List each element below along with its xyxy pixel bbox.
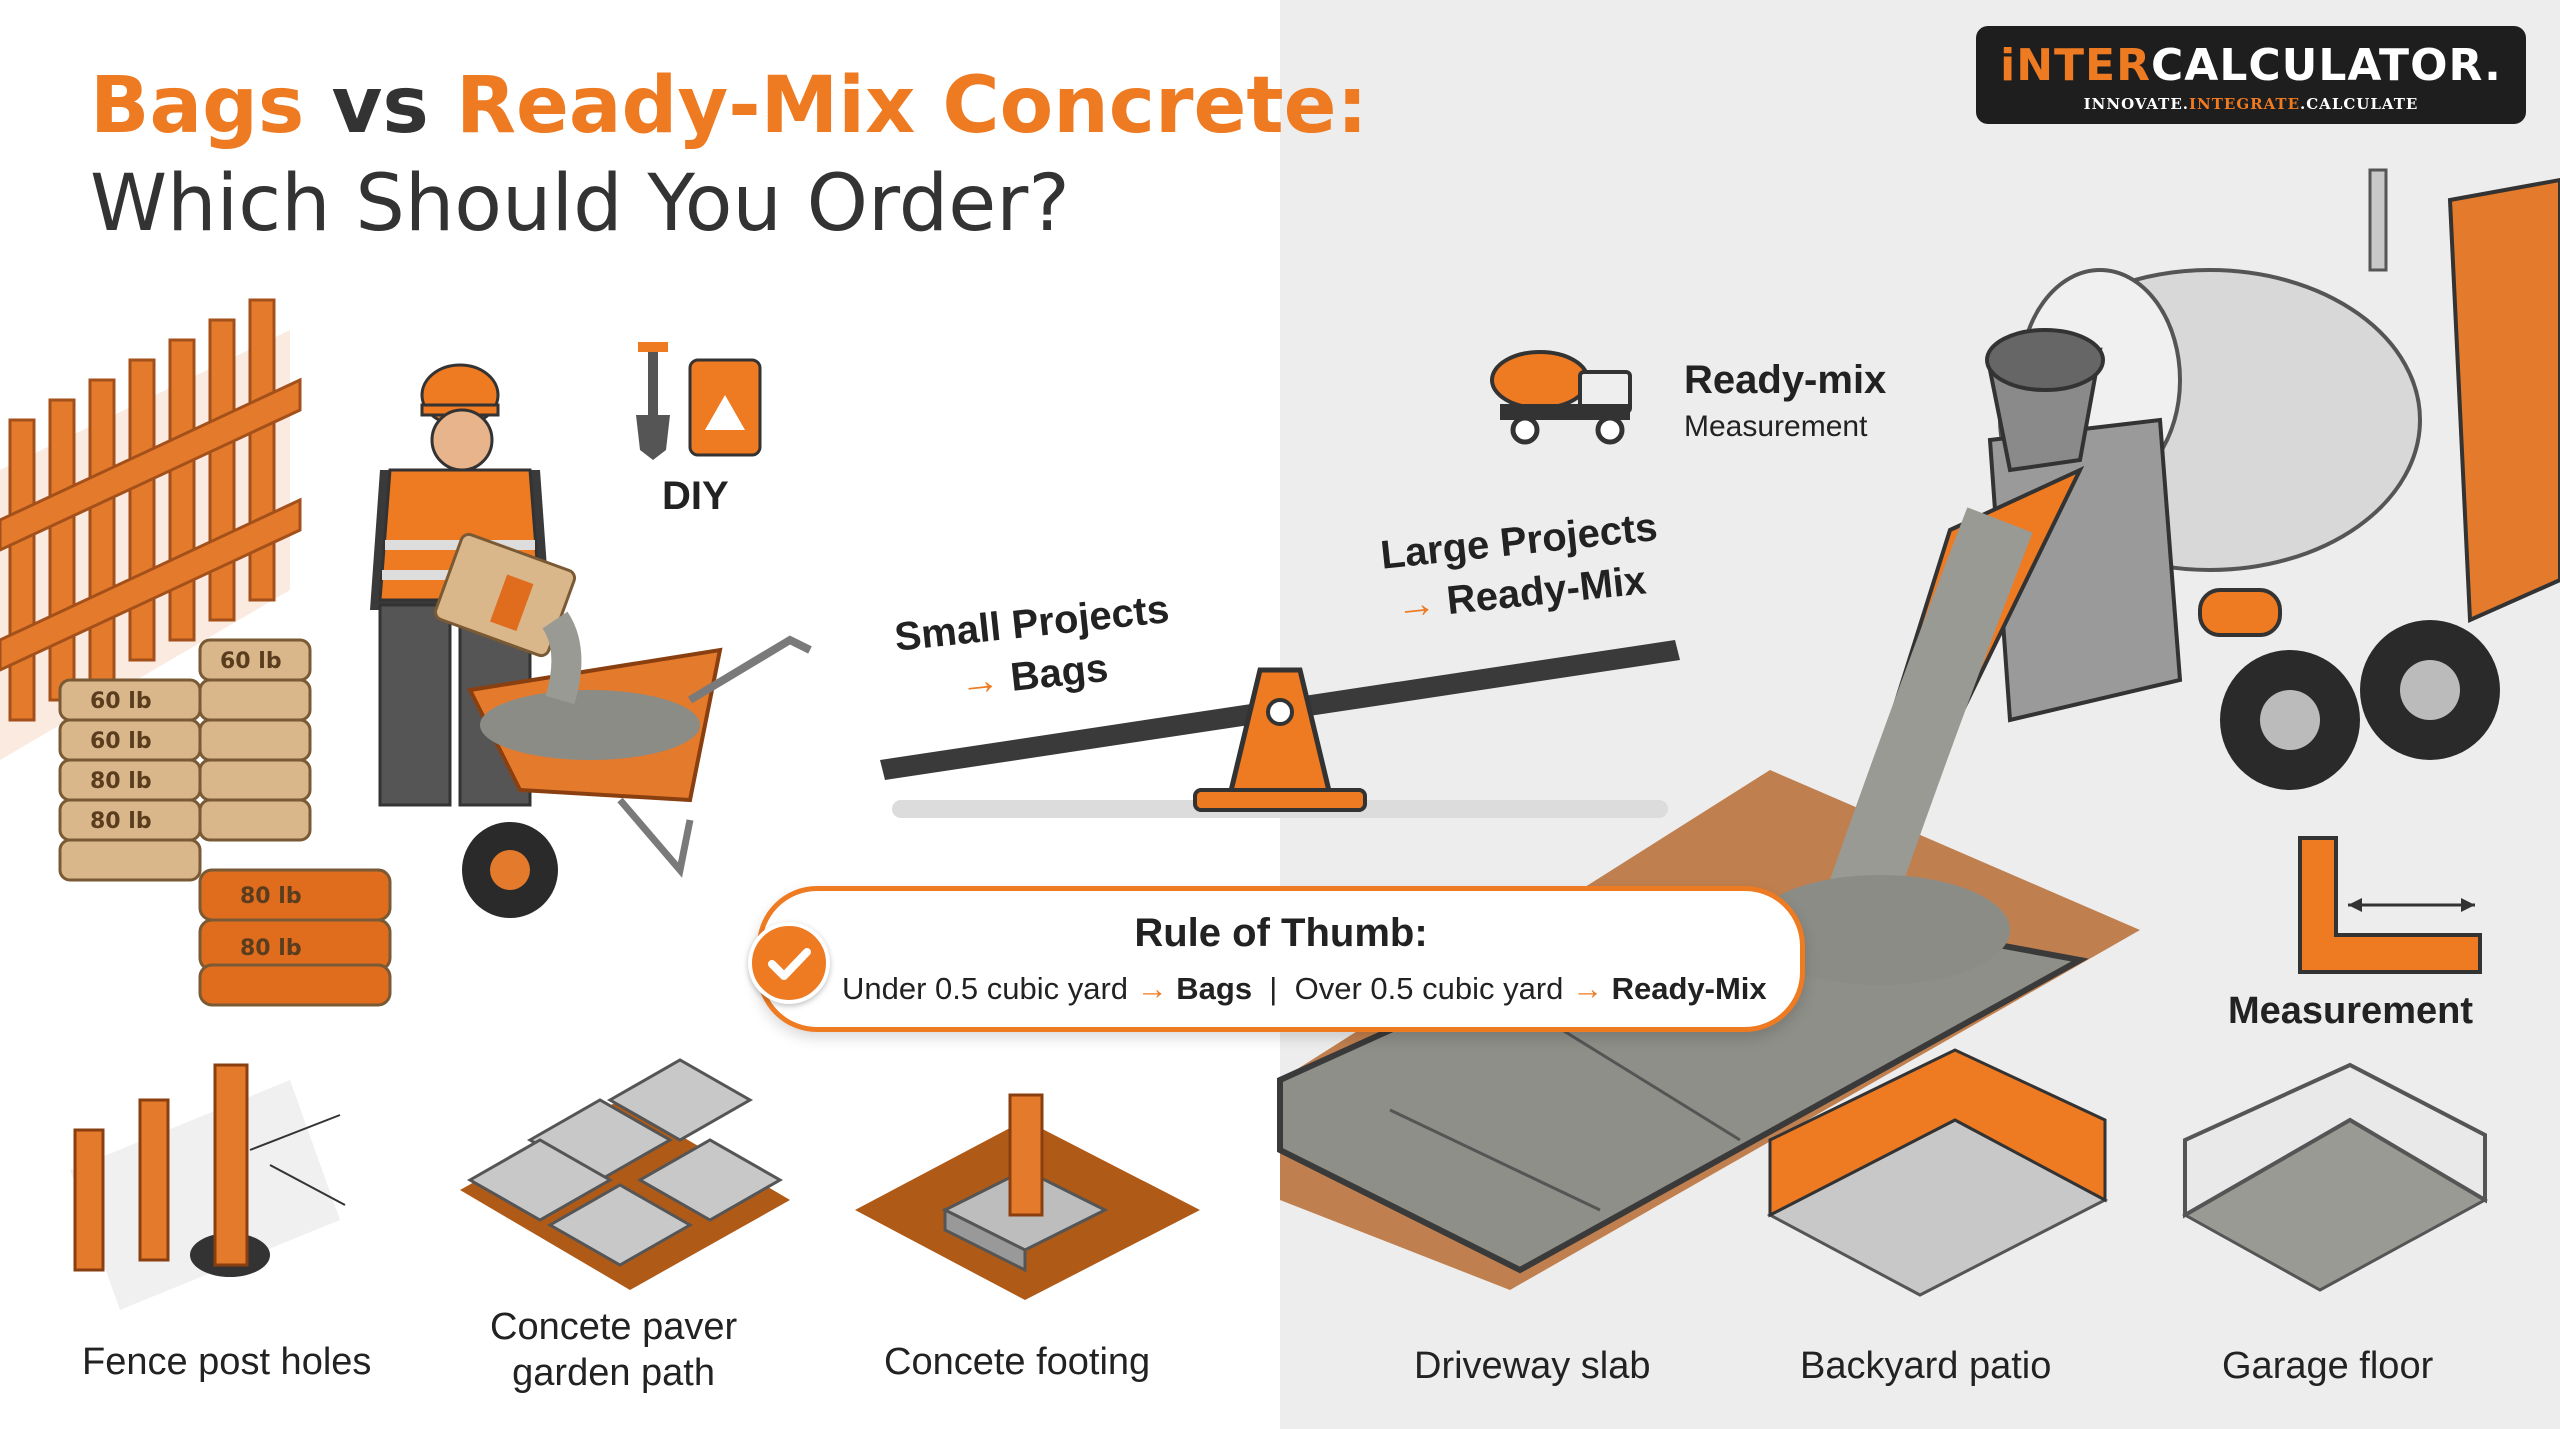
- diy-label: DIY: [662, 474, 729, 518]
- bag-label: 80 lb: [240, 936, 302, 961]
- title-ready-mix: Ready-Mix Concrete:: [455, 61, 1368, 151]
- paver-path-label-line2: garden path: [512, 1351, 715, 1394]
- ready-mix-subtitle: Measurement: [1684, 410, 1868, 443]
- bag-label: 60 lb: [90, 729, 152, 754]
- check-icon: [748, 922, 830, 1004]
- patio-illustration: [1766, 1048, 2109, 1297]
- rule-over: Over 0.5 cubic yard: [1294, 971, 1572, 1006]
- rule-arrow-2: →: [1572, 971, 1603, 1006]
- bag-label: 80 lb: [90, 769, 152, 794]
- fence-post-holes-illustration: [70, 1063, 346, 1310]
- rule-heading: Rule of Thumb:: [1134, 911, 1428, 955]
- fence-post-holes-label: Fence post holes: [82, 1341, 372, 1383]
- fence-illustration: [0, 298, 302, 760]
- small-arrow: →: [957, 657, 1002, 706]
- rule-readymix: Ready-Mix: [1603, 971, 1767, 1006]
- cement-bags-pile: [58, 638, 392, 1007]
- footing-illustration: [855, 1093, 1200, 1300]
- rule-separator: |: [1252, 971, 1295, 1006]
- title-bags: Bags: [90, 61, 305, 151]
- title-vs: vs: [304, 61, 456, 151]
- garage-floor-label: Garage floor: [2222, 1345, 2434, 1387]
- bag-label: 60 lb: [90, 689, 152, 714]
- driveway-slab-illustration: [1277, 465, 2140, 1290]
- logo-tag-integrate: INTEGRATE: [2189, 95, 2301, 113]
- paver-path-label-line1: Concete paver: [490, 1306, 738, 1348]
- ruler-icon: [2298, 836, 2482, 974]
- small-projects-result: Bags: [997, 645, 1111, 701]
- rule-of-thumb-box: Rule of Thumb: Under 0.5 cubic yard → Ba…: [757, 886, 1805, 1032]
- logo-brand-nter: NTER: [2016, 40, 2151, 91]
- paver-path-illustration: [460, 1058, 790, 1290]
- intercalculator-logo: iNTERCALCULATOR. INNOVATE.INTEGRATE.CALC…: [1976, 26, 2526, 124]
- mixer-truck-icon: [1490, 350, 1632, 445]
- measurement-label: Measurement: [2228, 990, 2473, 1032]
- bag-labels: 60 lb 60 lb 60 lb 80 lb 80 lb 80 lb 80 l…: [90, 649, 302, 961]
- rule-under: Under 0.5 cubic yard: [842, 971, 1137, 1006]
- large-arrow: →: [1393, 580, 1439, 629]
- rule-arrow: →: [1136, 971, 1168, 1006]
- page-title: Bags vs Ready-Mix Concrete: Which Should…: [90, 60, 1368, 251]
- paver-path-label: Concete paver garden path: [490, 1305, 737, 1396]
- ready-mix-title: Ready-mix: [1684, 358, 1887, 402]
- rule-bags: Bags: [1167, 971, 1253, 1006]
- shovel-icon: [636, 342, 670, 460]
- logo-brand-rest: CALCULATOR.: [2150, 40, 2502, 91]
- footing-label: Concete footing: [884, 1341, 1151, 1383]
- cement-bag-icon: [688, 358, 762, 457]
- bag-label: 80 lb: [90, 809, 152, 834]
- bag-label: 80 lb: [240, 884, 302, 909]
- driveway-slab-label: Driveway slab: [1414, 1345, 1651, 1387]
- logo-brand-i: i: [2000, 40, 2017, 91]
- page-subtitle: Which Should You Order?: [90, 158, 1070, 249]
- garage-illustration: [2181, 1062, 2489, 1292]
- wheelbarrow-illustration: [462, 611, 812, 918]
- seesaw-illustration: [880, 640, 1680, 818]
- bag-label: 60 lb: [220, 649, 282, 674]
- logo-tag-calculate: .CALCULATE: [2300, 95, 2419, 113]
- backyard-patio-label: Backyard patio: [1800, 1345, 2052, 1387]
- logo-tag-innovate: INNOVATE.: [2083, 95, 2189, 113]
- rule-body: Under 0.5 cubic yard → Bags | Over 0.5 c…: [842, 971, 1767, 1007]
